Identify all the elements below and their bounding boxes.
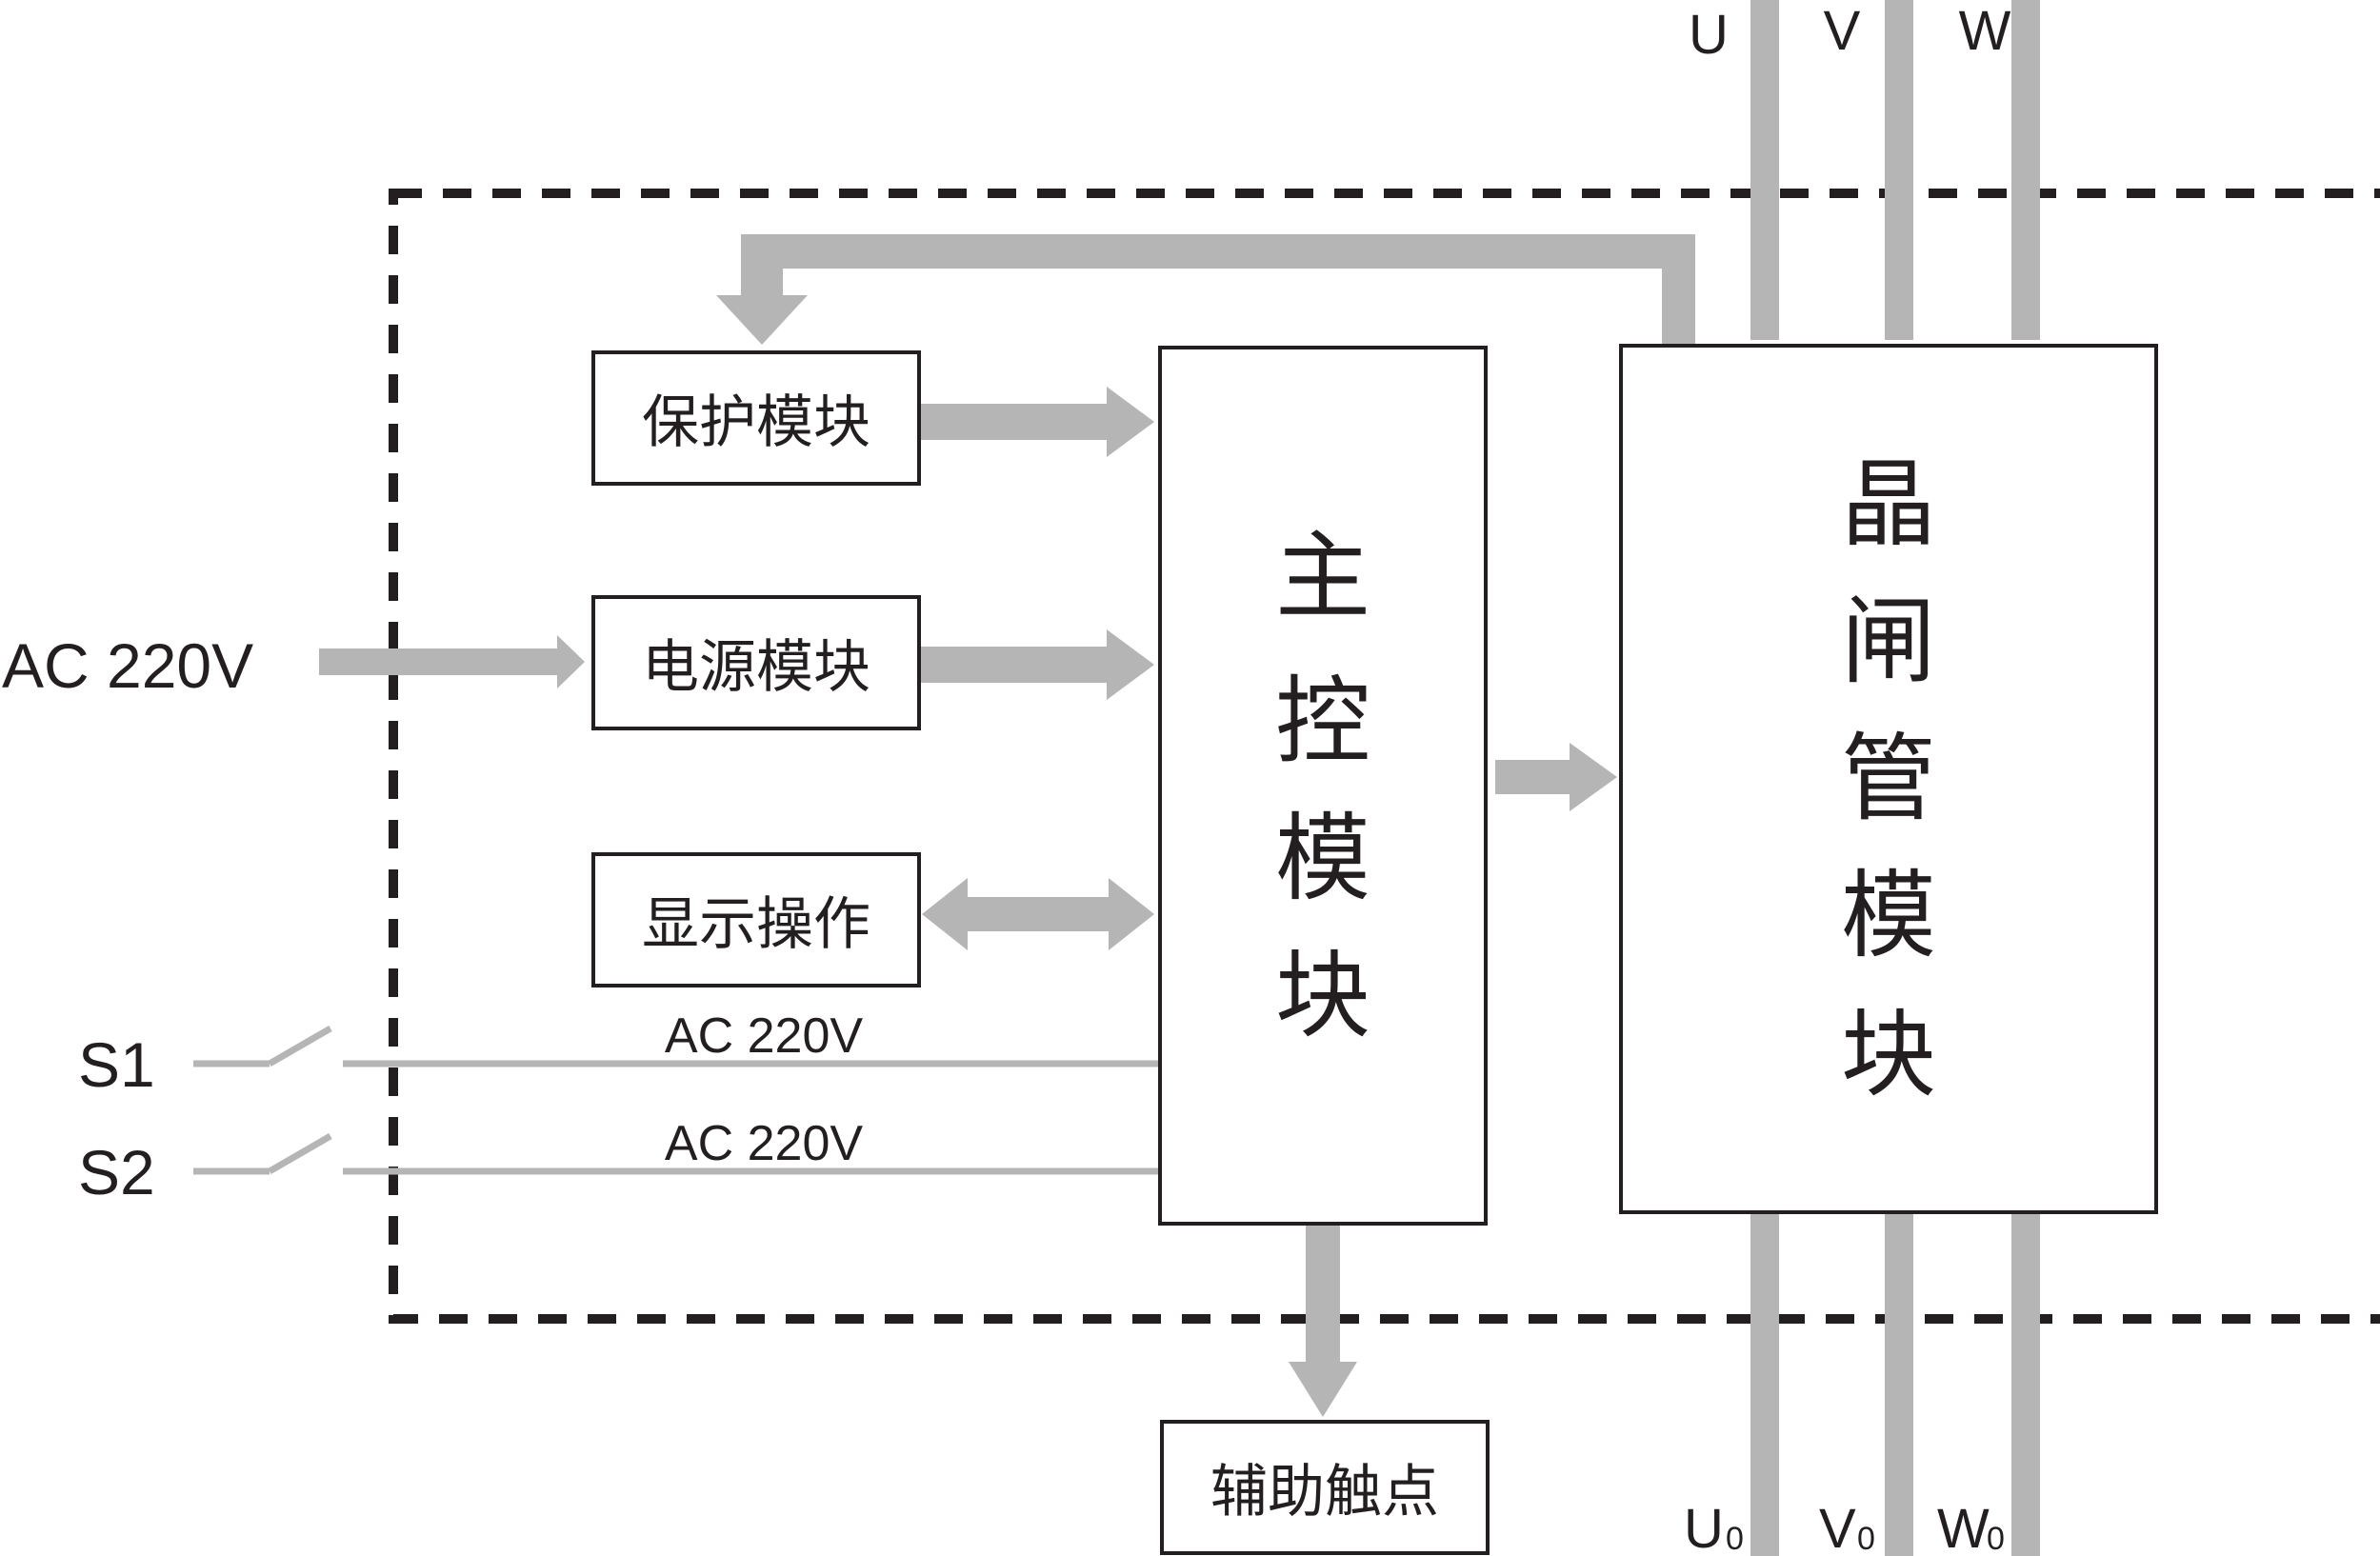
auxiliary-contact-label: 辅助触点 [1210, 1459, 1439, 1526]
switch-s2 [193, 1132, 1160, 1175]
ac-input-arrow [319, 635, 585, 688]
phase-u-out-letter: U [1684, 1498, 1724, 1556]
display-module-box [591, 852, 921, 987]
ac-input-label: AC 220V [2, 630, 253, 701]
bus-bar-u-out [1750, 1212, 1779, 1556]
power-module-box [591, 595, 921, 730]
phase-v-out-letter: V [1819, 1498, 1856, 1556]
thyristor-char: 晶 [1841, 449, 1936, 560]
phase-v-in-label: V [1824, 0, 1861, 62]
bus-bar-v-out [1885, 1212, 1913, 1556]
phase-w-out-subscript: 0 [1987, 1521, 2005, 1556]
phase-w-in-label: W [1959, 0, 2011, 62]
main-control-char: 主 [1275, 521, 1370, 632]
phase-u-out-subscript: 0 [1726, 1521, 1744, 1556]
switch-s1-label: S1 [78, 1029, 155, 1100]
main-control-char: 块 [1275, 940, 1370, 1051]
phase-v-out-label: V 0 [1819, 1498, 1875, 1556]
power-to-control-arrow [919, 629, 1154, 700]
protection-to-control-arrow [919, 387, 1154, 457]
main-control-module-label: 主 控 模 块 [1275, 521, 1370, 1051]
control-to-auxiliary-arrow [1289, 1226, 1357, 1417]
switch-s2-label: S2 [78, 1137, 155, 1207]
phase-w-out-letter: W [1937, 1498, 1990, 1556]
protection-module-label: 保护模块 [642, 389, 870, 456]
switch-s2-voltage-label: AC 220V [665, 1116, 863, 1171]
phase-w-out-label: W 0 [1937, 1498, 2005, 1556]
bus-bar-w-in [2011, 0, 2040, 340]
thyristor-char: 模 [1841, 860, 1936, 971]
thyristor-module-box [1619, 344, 2158, 1214]
power-module-label: 电源模块 [642, 634, 870, 701]
switch-s1-voltage-label: AC 220V [665, 1008, 863, 1064]
main-control-char: 控 [1275, 666, 1370, 777]
phase-v-out-subscript: 0 [1857, 1521, 1875, 1556]
phase-u-out-label: U 0 [1684, 1498, 1744, 1556]
bus-bar-w-out [2011, 1212, 2040, 1556]
protection-module-box [591, 350, 921, 486]
thyristor-char: 块 [1841, 999, 1936, 1110]
bus-bar-u-in [1750, 0, 1779, 340]
switch-s1 [193, 1025, 1160, 1067]
bus-bar-v-in [1885, 0, 1913, 340]
thyristor-char: 闸 [1841, 586, 1936, 697]
auxiliary-contact-box [1160, 1420, 1490, 1555]
thyristor-char: 管 [1841, 723, 1936, 834]
thyristor-module-label: 晶 闸 管 模 块 [1841, 449, 1936, 1110]
control-to-thyristor-arrow [1495, 743, 1617, 811]
main-control-module-box [1158, 346, 1488, 1226]
display-control-bidirectional-arrow [922, 878, 1154, 950]
phase-u-in-label: U [1689, 4, 1729, 66]
main-control-char: 模 [1275, 803, 1370, 914]
enclosure-dashed-boundary [389, 189, 2380, 1324]
feedback-arrow [716, 234, 1695, 346]
display-operation-label: 显示操作 [642, 891, 870, 958]
